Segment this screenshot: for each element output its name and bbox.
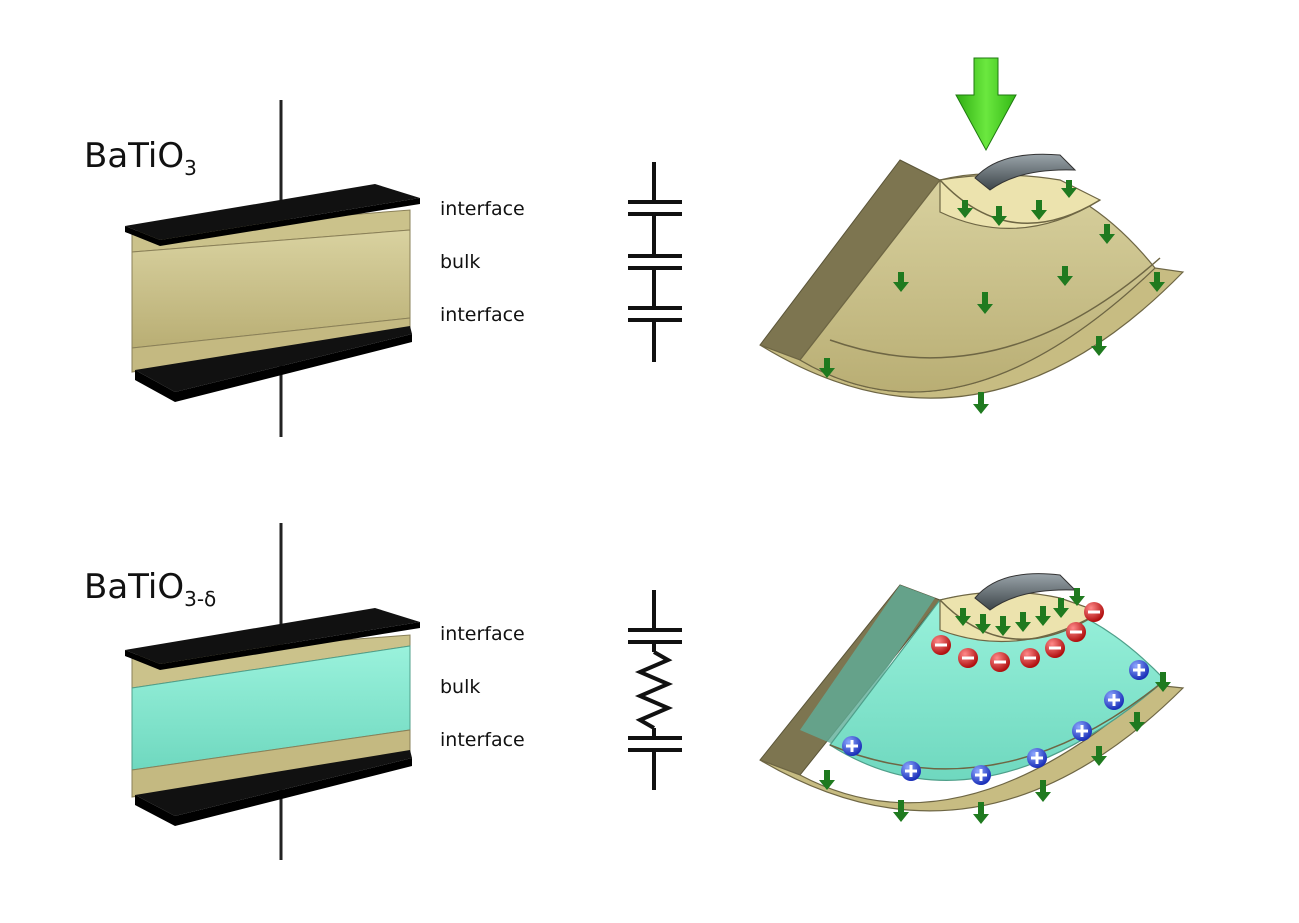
formula-label: BaTiO3-δ — [84, 567, 216, 611]
field-arrow-icon — [893, 800, 909, 822]
negative-charge-icon — [1020, 648, 1040, 668]
negative-charge-icon — [931, 635, 951, 655]
negative-charge-icon — [958, 648, 978, 668]
panel-batio3-delta: BaTiO3-δ interface bulk interface — [84, 523, 1185, 860]
equivalent-circuit-batio3 — [628, 162, 682, 362]
electrode-bottom — [135, 326, 412, 392]
field-arrow-icon — [1091, 746, 1107, 766]
field-arrow-icon — [893, 272, 909, 292]
negative-charge-icon — [1066, 622, 1086, 642]
field-arrow-icon — [975, 614, 991, 634]
field-arrow-icon — [957, 200, 973, 218]
field-arrow-icon — [973, 392, 989, 414]
field-arrow-icon — [1091, 336, 1107, 356]
field-arrow-icon — [819, 770, 835, 790]
positive-charge-icon — [842, 736, 862, 756]
negative-charge-icon — [1084, 602, 1104, 622]
pressure-arrow-icon — [955, 57, 1017, 152]
positive-charge-icon — [1072, 721, 1092, 741]
field-arrow-icon — [1129, 712, 1145, 732]
field-arrow-icon — [991, 206, 1007, 226]
field-arrow-icon — [1031, 200, 1047, 220]
layer-label-bulk: bulk — [440, 251, 480, 273]
positive-charge-icon — [1104, 690, 1124, 710]
field-arrow-icon — [1155, 672, 1171, 692]
positive-charge-icon — [1027, 748, 1047, 768]
field-arrow-icon — [977, 292, 993, 314]
field-arrow-icon — [1015, 612, 1031, 632]
electrode-top — [125, 184, 420, 240]
panel-batio3: BaTiO3 interface bulk interface — [84, 57, 1185, 437]
indenter-tip — [974, 153, 1077, 191]
layer-label-interface-top: interface — [440, 623, 525, 645]
positive-charge-icon — [971, 765, 991, 785]
field-arrow-icon — [819, 358, 835, 378]
bent-ceramic-batio3-delta — [759, 573, 1185, 824]
negative-charges — [931, 602, 1104, 672]
layer-label-bulk: bulk — [440, 676, 480, 698]
resistor-symbol — [634, 650, 674, 730]
field-arrow-icon — [1061, 180, 1077, 198]
field-arrows — [819, 180, 1165, 414]
equivalent-circuit-batio3-delta — [628, 590, 682, 790]
electrode-top — [125, 608, 420, 664]
positive-charge-icon — [901, 761, 921, 781]
field-arrows — [819, 588, 1171, 824]
bent-ceramic-batio3 — [759, 57, 1185, 414]
negative-charge-icon — [1045, 638, 1065, 658]
positive-charges — [842, 660, 1149, 785]
field-arrow-icon — [1057, 266, 1073, 286]
field-arrow-icon — [1035, 780, 1051, 802]
field-arrow-icon — [973, 802, 989, 824]
field-arrow-icon — [995, 616, 1011, 636]
field-arrow-icon — [1069, 588, 1085, 606]
capacitor-block-batio3 — [125, 100, 420, 437]
negative-charge-icon — [990, 652, 1010, 672]
layer-label-interface-bottom: interface — [440, 304, 525, 326]
electrode-bottom — [135, 750, 412, 816]
capacitor-block-batio3-delta — [125, 523, 420, 860]
field-arrow-icon — [1053, 598, 1069, 618]
field-arrow-icon — [1149, 272, 1165, 292]
field-arrow-icon — [1099, 224, 1115, 244]
field-arrow-icon — [955, 608, 971, 626]
positive-charge-icon — [1129, 660, 1149, 680]
field-arrow-icon — [1035, 606, 1051, 626]
layer-label-interface-bottom: interface — [440, 729, 525, 751]
formula-label: BaTiO3 — [84, 136, 197, 180]
layer-label-interface-top: interface — [440, 198, 525, 220]
